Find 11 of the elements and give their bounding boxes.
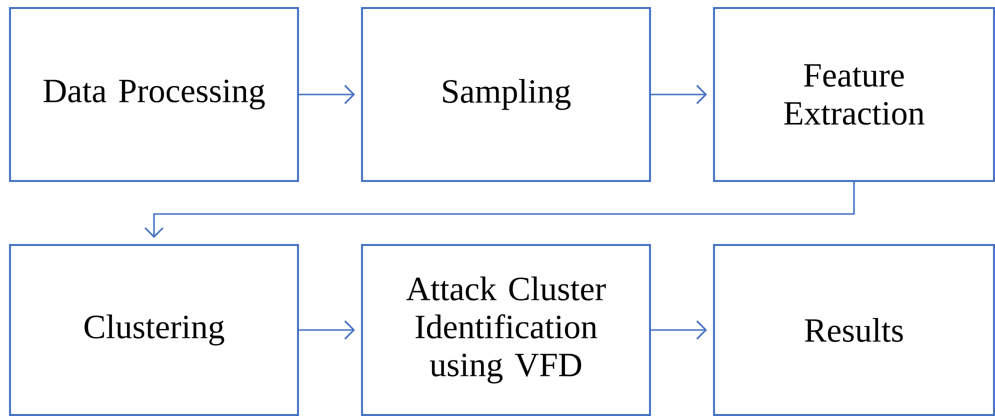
arrow	[299, 84, 355, 104]
process-box: Feature Extraction	[713, 7, 995, 182]
process-box: Results	[713, 244, 995, 416]
arrow	[299, 320, 355, 340]
arrow	[651, 84, 708, 104]
process-box: Clustering	[9, 244, 299, 416]
process-box: Sampling	[361, 7, 651, 182]
process-box: Data Processing	[9, 7, 299, 182]
arrow	[651, 320, 708, 340]
process-box: Attack Cluster Identification using VFD	[361, 244, 651, 416]
arrow	[144, 182, 855, 238]
